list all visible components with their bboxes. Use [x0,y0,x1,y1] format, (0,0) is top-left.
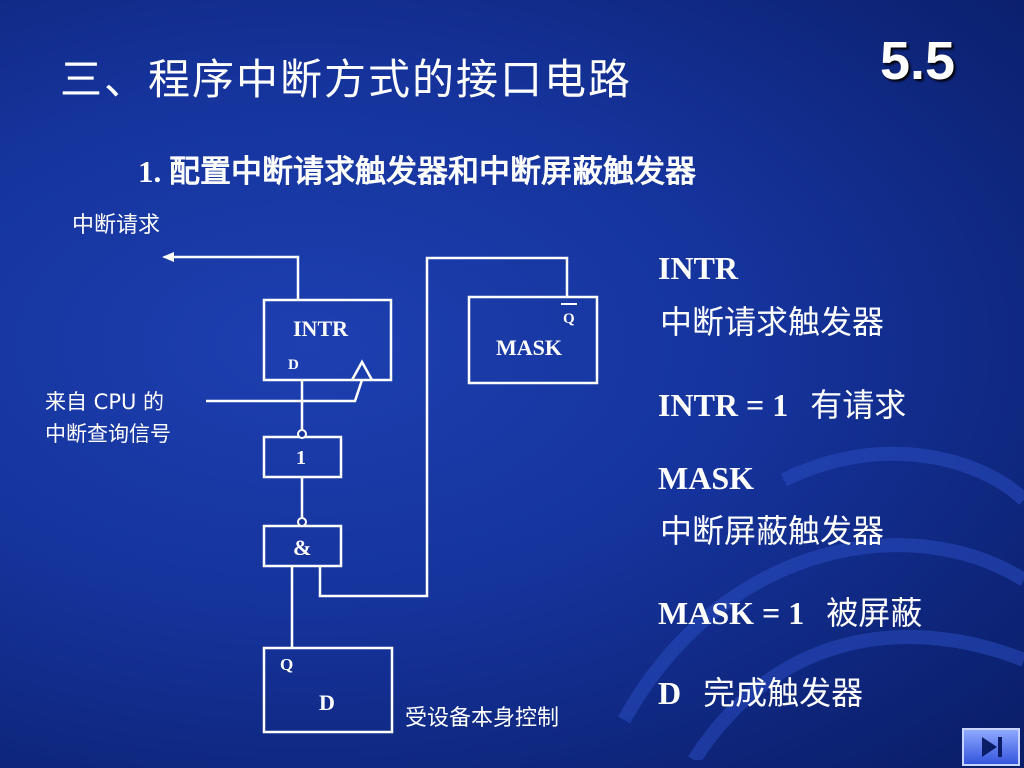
device-control-label: 受设备本身控制 [405,706,560,731]
d-q-label: Q [280,655,294,674]
mask-equation-text: MASK = 1 [658,595,805,631]
interrupt-request-label: 中断请求 [72,213,161,238]
and-input-bubble [297,517,307,527]
interrupt-request-line [168,255,300,300]
intr-box-label: INTR [293,316,349,341]
intr-name-text: INTR [658,250,739,286]
intr-description-text: 中断请求触发器 [660,303,885,341]
intr-equation-meaning: 有请求 [810,386,907,424]
d-description-text: 完成触发器 [703,674,864,712]
section-number: 5.5 [880,31,956,91]
cpu-query-line [206,379,364,403]
intr-equation-row: INTR = 1 有请求 [658,380,906,426]
mask-flipflop-box [467,295,599,385]
d-flipflop-box [262,646,394,734]
next-slide-icon [982,737,1002,757]
mask-box-label: MASK [496,335,562,360]
d-box-label: D [319,690,335,715]
mask-output-line [318,256,569,598]
and-gate-label: & [293,535,312,560]
not-input-bubble [297,429,307,439]
cpu-query-label-line1: 来自 CPU 的 [45,390,165,414]
not-gate-label: 1 [296,447,306,469]
d-name-text: D [658,675,682,711]
d-description-row: D 完成触发器 [658,668,863,714]
slide-subtitle: 1. 配置中断请求触发器和中断屏蔽触发器 [138,154,696,189]
mask-equation-row: MASK = 1 被屏蔽 [658,588,922,634]
mask-description-text: 中断屏蔽触发器 [660,512,885,550]
intr-clock-triangle [350,359,374,381]
mask-name-text: MASK [658,460,754,496]
intr-equation-text: INTR = 1 [658,387,789,423]
interrupt-request-arrow [162,252,174,262]
cpu-query-label-line2: 中断查询信号 [45,422,171,446]
intr-flipflop-box [262,298,393,382]
mask-equation-meaning: 被屏蔽 [826,594,923,632]
slide-title: 三、程序中断方式的接口电路 [60,55,633,104]
next-slide-button[interactable] [962,728,1020,766]
mask-q-label: Q [563,311,575,327]
intr-d-label: D [288,357,299,373]
